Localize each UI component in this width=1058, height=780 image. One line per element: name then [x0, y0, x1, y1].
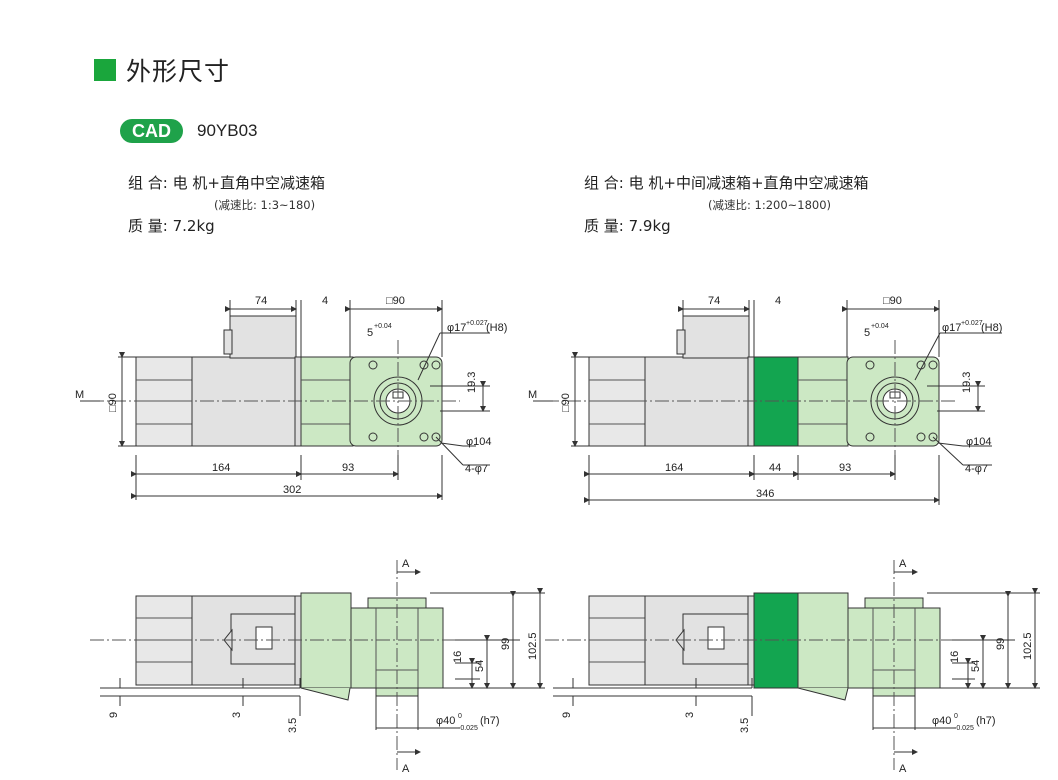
dim-4: 4 — [322, 295, 328, 307]
left-front-view — [80, 300, 490, 500]
dim-40-tol-b: -0.025 — [954, 725, 974, 732]
model-name: 90YB03 — [197, 121, 258, 140]
dim-164: 164 — [665, 462, 683, 474]
left-spec: 组 合: 电 机+直角中空减速箱 (减速比: 1:3~180) 质 量: 7.2… — [128, 172, 325, 236]
dim-44: 44 — [769, 462, 781, 474]
dim-17-tol: +0.027 — [961, 320, 983, 327]
dim-3-5: 3.5 — [739, 718, 751, 733]
right-mass-label: 质 量: — [584, 217, 624, 235]
section-a-bottom: A — [899, 763, 907, 775]
dim-40: φ40 — [932, 715, 951, 727]
dim-346: 346 — [756, 488, 774, 500]
cad-badge[interactable]: CAD — [120, 119, 183, 143]
right-combo-value: 电 机+中间减速箱+直角中空减速箱 — [628, 174, 869, 192]
dim-4: 4 — [775, 295, 781, 307]
dim-54: 54 — [970, 660, 982, 672]
dim-40-tol-b: -0.025 — [458, 725, 478, 732]
dim-side-90: □90 — [560, 393, 572, 412]
dim-16: 16 — [452, 651, 464, 663]
dim-40: φ40 — [436, 715, 455, 727]
left-side-labels: A A 102.5 99 54 16 9 3 3.5 φ40 0 -0.025 … — [108, 558, 539, 775]
dim-164: 164 — [212, 462, 230, 474]
left-mass-value: 7.2kg — [172, 217, 215, 235]
dim-74: 74 — [708, 295, 720, 307]
right-spec: 组 合: 电 机+中间减速箱+直角中空减速箱 (减速比: 1:200~1800)… — [584, 172, 869, 236]
title-square-icon — [94, 59, 116, 81]
dim-M: M — [528, 389, 537, 401]
dim-3: 3 — [684, 712, 696, 718]
right-front-labels: 74 4 □90 5 +0.04 φ17 +0.027 (H8) 19.3 M … — [528, 295, 1002, 500]
right-combo-label: 组 合: — [584, 174, 624, 192]
dim-4-holes: 4-φ7 — [465, 463, 488, 475]
dim-104: φ104 — [466, 436, 492, 448]
dim-102-5: 102.5 — [527, 632, 539, 660]
dim-9: 9 — [108, 712, 120, 718]
dim-5: 5 — [864, 327, 870, 339]
cad-row: CAD 90YB03 — [120, 119, 258, 143]
dim-16: 16 — [949, 651, 961, 663]
dim-h8: (H8) — [486, 322, 507, 334]
dim-74: 74 — [255, 295, 267, 307]
dim-sq90: □90 — [386, 295, 405, 307]
dim-9: 9 — [561, 712, 573, 718]
dim-102-5: 102.5 — [1022, 632, 1034, 660]
left-combo-label: 组 合: — [128, 174, 168, 192]
dim-sq90: □90 — [883, 295, 902, 307]
left-side-view — [90, 560, 545, 770]
dim-99: 99 — [500, 638, 512, 650]
section-a-bottom: A — [402, 763, 410, 775]
dim-40-tol: 0 — [954, 713, 958, 720]
dim-3-5: 3.5 — [287, 718, 299, 733]
right-ratio: (减速比: 1:200~1800) — [708, 198, 832, 212]
dim-302: 302 — [283, 484, 301, 496]
section-title-text: 外形尺寸 — [126, 57, 231, 86]
left-ratio: (减速比: 1:3~180) — [214, 198, 316, 212]
section-a-top: A — [899, 558, 907, 570]
dim-5: 5 — [367, 327, 373, 339]
dim-4-holes: 4-φ7 — [965, 463, 988, 475]
dim-side-90: □90 — [107, 393, 119, 412]
dim-93: 93 — [839, 462, 851, 474]
dim-h7: (h7) — [976, 715, 996, 727]
dim-5-tol: +0.04 — [871, 323, 889, 330]
dim-3: 3 — [231, 712, 243, 718]
left-combo-value: 电 机+直角中空减速箱 — [172, 174, 325, 192]
dim-99: 99 — [995, 638, 1007, 650]
right-side-labels: A A 102.5 99 54 16 9 3 3.5 φ40 0 -0.025 … — [561, 558, 1034, 775]
dim-19-3: 19.3 — [961, 372, 973, 393]
right-mass-value: 7.9kg — [628, 217, 671, 235]
left-mass-label: 质 量: — [128, 217, 168, 235]
left-front-labels: 74 4 □90 5 +0.04 φ17 +0.027 (H8) 19.3 M … — [75, 295, 507, 496]
section-a-top: A — [402, 558, 410, 570]
dim-17: φ17 — [942, 322, 961, 334]
right-side-view — [545, 560, 1040, 770]
right-front-view — [533, 300, 1002, 505]
dim-54: 54 — [474, 660, 486, 672]
dim-h7: (h7) — [480, 715, 500, 727]
dim-40-tol: 0 — [458, 713, 462, 720]
dim-17-tol: +0.027 — [466, 320, 488, 327]
dim-17: φ17 — [447, 322, 466, 334]
dim-M: M — [75, 389, 84, 401]
dim-19-3: 19.3 — [466, 372, 478, 393]
dim-93: 93 — [342, 462, 354, 474]
dim-5-tol: +0.04 — [374, 323, 392, 330]
dim-h8: (H8) — [981, 322, 1002, 334]
section-title: 外形尺寸 — [94, 52, 230, 88]
dim-104: φ104 — [966, 436, 992, 448]
